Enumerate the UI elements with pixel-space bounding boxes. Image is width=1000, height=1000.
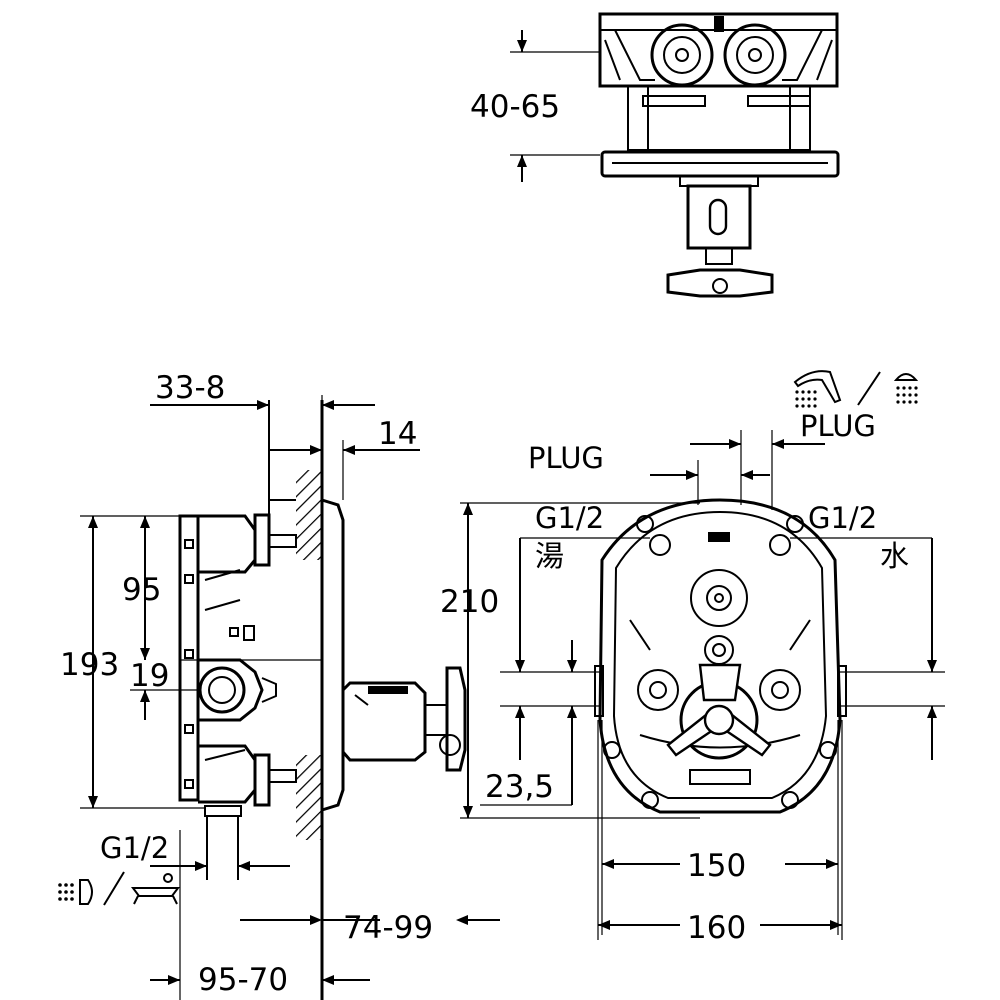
front-view: PLUG PLUG G1/2 G1/2 湯 水 <box>440 370 945 946</box>
dim-width-bottom: 74-99 <box>343 910 433 946</box>
hot-port-icon <box>650 23 714 87</box>
thread-right-label: G1/2 <box>808 501 877 535</box>
dim-depth-bottom: 95-70 <box>198 962 288 998</box>
dim-offset: 33-8 <box>155 370 225 406</box>
handshower-top-icon <box>893 373 919 404</box>
depth-label: 40-65 <box>470 89 560 125</box>
dim-height: 210 <box>440 584 499 620</box>
dim-width-outer: 160 <box>687 910 746 946</box>
cold-label: 水 <box>880 539 909 573</box>
outlet-thread-label: G1/2 <box>100 831 169 865</box>
bathtub-icon <box>131 873 180 905</box>
handshower-icon <box>58 879 93 905</box>
hot-label: 湯 <box>535 539 564 573</box>
thread-left-label: G1/2 <box>535 501 604 535</box>
dim-center-offset: 19 <box>130 658 169 694</box>
dim-plate: 14 <box>378 416 417 452</box>
dim-height-upper: 95 <box>122 572 161 608</box>
top-view: 40-65 <box>470 12 840 298</box>
wall-hatch-lower <box>296 755 322 840</box>
dim-offset-front: 23,5 <box>485 769 554 805</box>
dim-width-inner: 150 <box>687 848 746 884</box>
wall-hatch-upper <box>296 470 322 560</box>
plug-left-label: PLUG <box>528 441 604 475</box>
side-view: 33-8 14 193 95 19 G1/2 <box>58 370 500 1000</box>
cold-port-icon <box>723 23 787 87</box>
dim-height-total: 193 <box>60 647 119 683</box>
shower-head-icon <box>793 370 842 408</box>
plug-right-label: PLUG <box>800 409 876 443</box>
